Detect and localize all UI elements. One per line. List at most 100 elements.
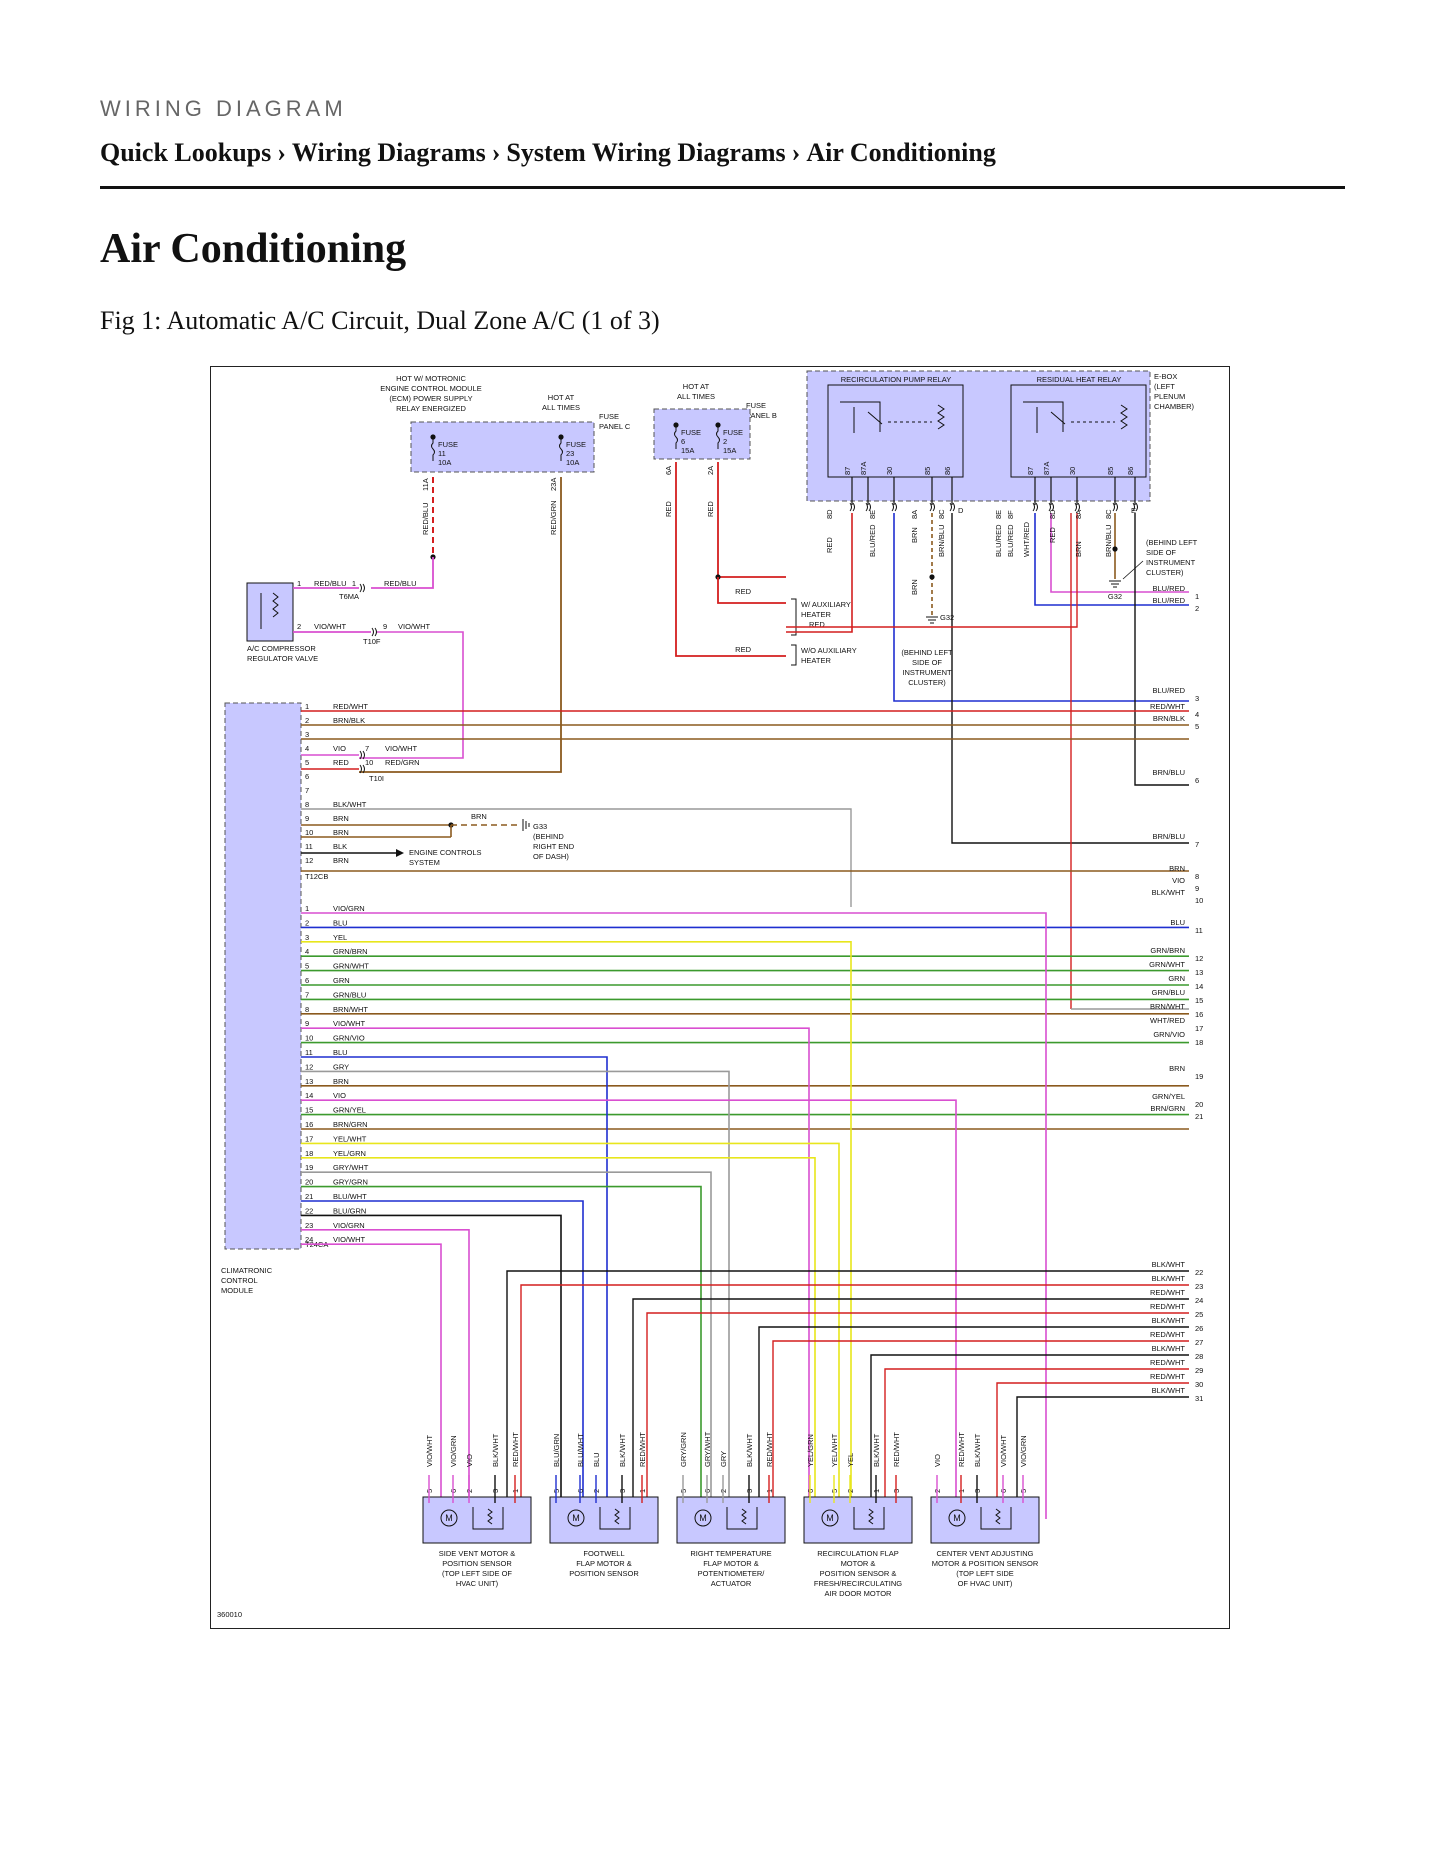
wire-label: VIO [333, 1091, 346, 1100]
pin-number: 9 [305, 1019, 309, 1028]
connector-symbol [849, 502, 855, 512]
motor-assembly [930, 1496, 1040, 1544]
wire-label: RED/WHT [1150, 1372, 1185, 1381]
wire [301, 1056, 608, 1519]
fuse-icon [716, 425, 720, 449]
relay-pin-label: 30 [1068, 467, 1077, 475]
wire-label: YEL [333, 933, 347, 942]
wire [506, 1270, 1189, 1519]
wire-blk-wht [301, 808, 852, 907]
wire-label: RED [809, 620, 825, 629]
reference-number: 5 [1195, 722, 1199, 731]
relay-pin-label: 87A [859, 462, 868, 475]
engine-controls-label: SYSTEM [409, 858, 440, 867]
wire-label: VIO [465, 1454, 474, 1467]
aux-heater-label: W/ AUXILIARY [801, 600, 851, 609]
wire-label: BRN [1169, 864, 1185, 873]
wire-label: BLU [592, 1452, 601, 1467]
wire-label: GRN/BRN [1150, 946, 1185, 955]
ground-location: SIDE OF [912, 658, 942, 667]
reference-number: 23 [1195, 1282, 1203, 1291]
motor-label: POTENTIOMETER/ [698, 1569, 766, 1578]
wire-label: GRY [719, 1451, 728, 1467]
pin-number: 5 [305, 962, 309, 971]
motor-label: FLAP MOTOR & [703, 1559, 759, 1568]
pin-number: 9 [383, 622, 387, 631]
reference-number: 8 [1195, 872, 1199, 881]
terminal-label: 8D [825, 509, 834, 519]
wire [301, 1171, 712, 1519]
wire-label: GRY [333, 1062, 349, 1071]
pin-number: 10 [305, 828, 313, 837]
reference-number: 3 [1195, 694, 1199, 703]
wire-label: BRN/WHT [1150, 1002, 1185, 1011]
wire [646, 1312, 1189, 1519]
reference-number: 12 [1195, 954, 1203, 963]
climatronic-control-module [224, 702, 302, 1250]
terminal-label: 8E [868, 510, 877, 519]
connector-symbol [929, 502, 935, 512]
fuse-panel-b-label: PANEL B [746, 411, 777, 420]
wire-label: BRN/BLU [1152, 832, 1185, 841]
ground-location: CLUSTER) [908, 678, 946, 687]
wire-label: RED/WHT [1150, 1288, 1185, 1297]
splice-dot [558, 434, 564, 440]
pin-number: 14 [305, 1091, 313, 1100]
wire-label: RED/BLU [384, 579, 417, 588]
wire-label: BLU/RED [1152, 686, 1185, 695]
reference-number: 18 [1195, 1038, 1203, 1047]
wire-red-blu [371, 557, 434, 589]
connector-label: T10I [369, 774, 384, 783]
pin-number: 7 [365, 744, 369, 753]
pin-number: 8 [305, 800, 309, 809]
wire-label: BLU/WHT [576, 1433, 585, 1467]
wire-label: GRN/BLU [333, 990, 366, 999]
wire-label: BRN [910, 527, 919, 543]
header-rule [100, 186, 1345, 189]
potentiometer-icon [853, 1507, 885, 1530]
fuse-label: FUSE [681, 428, 701, 437]
pin-number: 1 [352, 579, 356, 588]
pin-number: 2 [297, 622, 301, 631]
pin-number: 11 [305, 1048, 313, 1057]
motor-label: RECIRCULATION FLAP [817, 1549, 899, 1558]
wire-blu-red [1050, 513, 1189, 593]
wire-label: VIO/GRN [333, 1221, 365, 1230]
splice-dot [430, 434, 436, 440]
wire-label: RED [664, 501, 673, 517]
terminal-label: 8A [1074, 510, 1083, 519]
ground-location: RIGHT END [533, 842, 575, 851]
connector-symbol [891, 502, 897, 512]
pin-number: 4 [305, 947, 309, 956]
motor-icon [948, 1509, 966, 1527]
breadcrumb-separator: › [491, 138, 501, 167]
motor-symbol: M [826, 1513, 834, 1523]
terminal-label: 2A [706, 466, 715, 475]
reference-number: 20 [1195, 1100, 1203, 1109]
motor-assembly [549, 1496, 659, 1544]
breadcrumb-link-system-wiring-diagrams[interactable]: System Wiring Diagrams [506, 138, 786, 167]
wire-label: RED/WHT [511, 1432, 520, 1467]
connector-symbol [359, 764, 365, 774]
reference-number: 9 [1195, 884, 1199, 893]
wire-label: GRY/GRN [333, 1178, 368, 1187]
wire-label: BLK/WHT [1152, 1316, 1186, 1325]
breadcrumb-link-quick-lookups[interactable]: Quick Lookups [100, 138, 272, 167]
motor-label: POSITION SENSOR [569, 1569, 639, 1578]
wire-brn-blu [1134, 513, 1189, 786]
motor-symbol: M [445, 1513, 453, 1523]
motor-icon [694, 1509, 712, 1527]
wire-label: GRN/WHT [1149, 960, 1185, 969]
breadcrumb-link-wiring-diagrams[interactable]: Wiring Diagrams [291, 138, 486, 167]
hot-ecm-label: HOT W/ MOTRONIC [396, 374, 466, 383]
pin-number: 20 [305, 1178, 313, 1187]
wire [870, 1354, 1189, 1519]
wire-label: VIO/GRN [449, 1435, 458, 1467]
wire-label: BLU [333, 1048, 348, 1057]
wire-label: RED/BLU [421, 502, 430, 535]
connector-symbol [949, 502, 955, 512]
wire-label: BLU [333, 918, 348, 927]
connector-symbol [1032, 502, 1038, 512]
wire-label: YEL/WHT [830, 1433, 839, 1467]
